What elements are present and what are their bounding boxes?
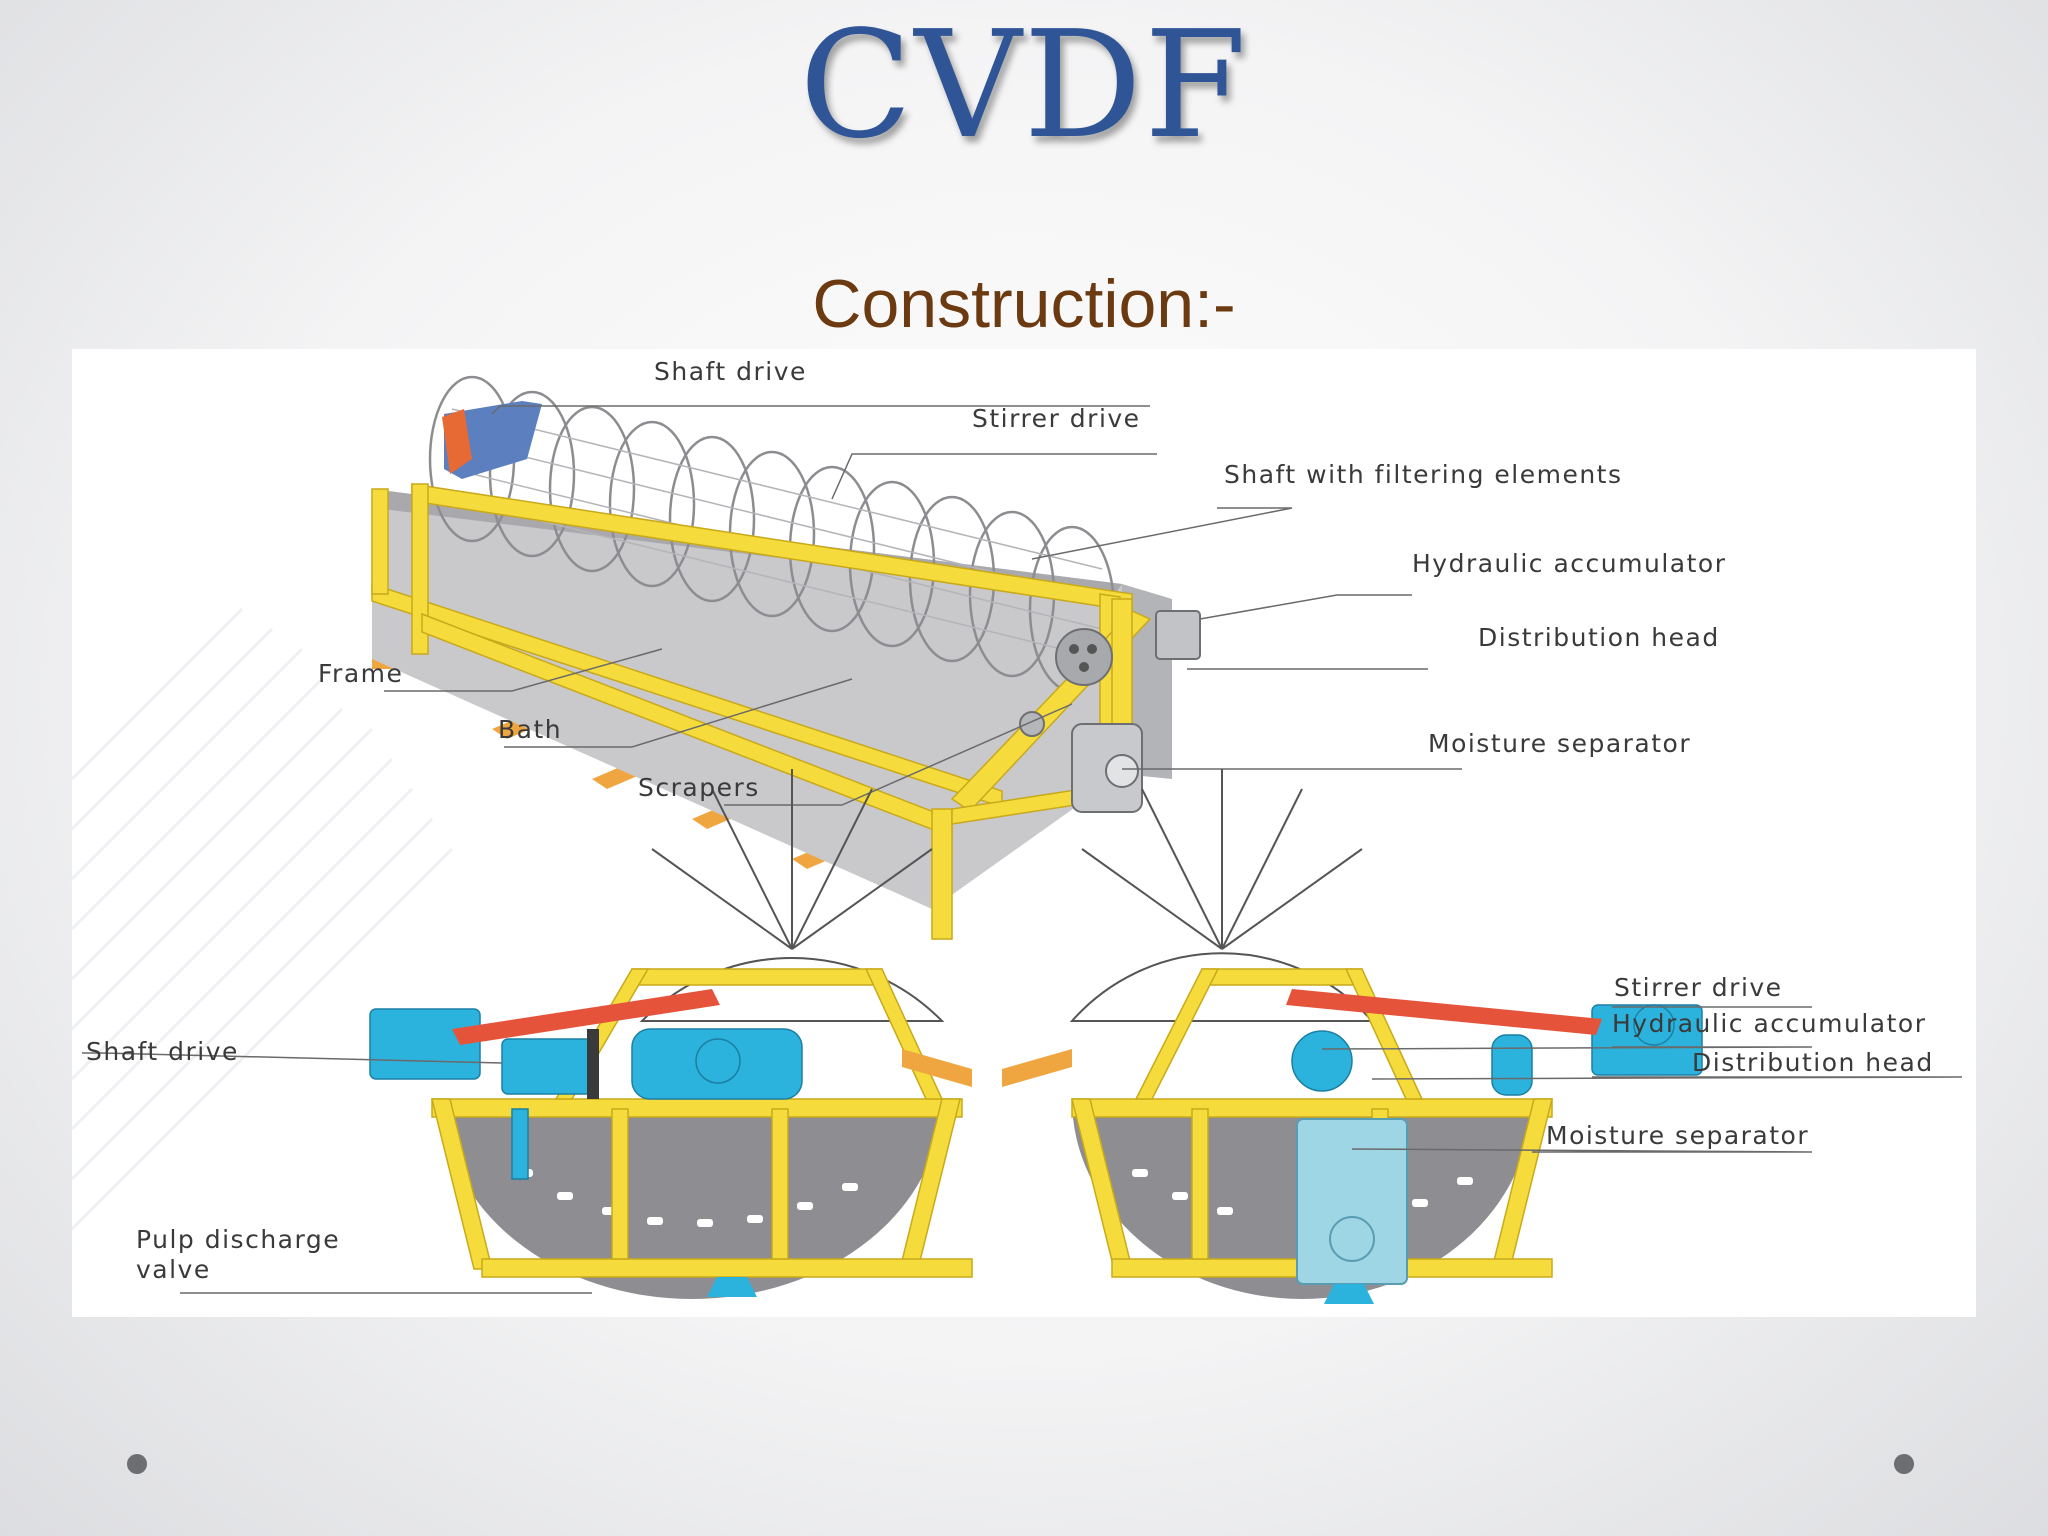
disc-outline-right <box>1069 952 1375 1022</box>
bath <box>372 489 1122 909</box>
pulp-valve-left <box>707 1277 757 1297</box>
slide-title: CVDF <box>799 0 1249 171</box>
cvdf-construction-diagram: Shaft drive Stirrer drive Shaft with fil… <box>72 349 1976 1317</box>
slide-subtitle: Construction:- <box>812 266 1236 342</box>
disc-spokes-right <box>1081 769 1363 950</box>
distribution-head <box>1055 628 1113 686</box>
drum-tank-left <box>442 1099 942 1299</box>
label-shaft-drive-top: Shaft drive <box>654 357 807 386</box>
top-leader-lines <box>384 405 1462 806</box>
label-stirrer-drive-top: Stirrer drive <box>972 404 1141 433</box>
end-view-right <box>1002 769 1703 1304</box>
disc-spokes-left <box>651 769 933 950</box>
label-stirrer-drive-end: Stirrer drive <box>1614 973 1783 1002</box>
shaft-drive-motor <box>442 409 472 474</box>
label-shaft-drive-end: Shaft drive <box>86 1037 239 1066</box>
label-moisture-separator-top: Moisture separator <box>1428 729 1692 758</box>
filtering-discs <box>428 375 1116 693</box>
hydraulic-accumulator <box>1155 610 1201 660</box>
label-moisture-separator-end: Moisture separator <box>1546 1121 1810 1150</box>
link-arm-right <box>1286 989 1602 1035</box>
label-distribution-head-end: Distribution head <box>1692 1048 1934 1077</box>
label-pulp-discharge-valve: Pulp discharge valve <box>136 1225 341 1284</box>
disc-segments <box>451 408 1103 660</box>
slide-corner-dot-right <box>1894 1454 1914 1474</box>
label-bath: Bath <box>498 715 563 744</box>
pulley-left <box>587 1029 599 1099</box>
bottom-leader-lines <box>82 1006 1963 1294</box>
label-scrapers: Scrapers <box>638 773 760 802</box>
end-view-left <box>369 769 973 1299</box>
pulp-valve-right <box>1324 1284 1374 1304</box>
isometric-filter-view <box>371 375 1201 940</box>
label-shaft-filtering-elements: Shaft with filtering elements <box>1224 460 1623 489</box>
drive-equipment-right <box>1291 1004 1703 1096</box>
frame <box>371 483 1152 940</box>
label-distribution-head-top: Distribution head <box>1478 623 1720 652</box>
background-hatch <box>72 607 454 1231</box>
label-frame: Frame <box>318 659 404 688</box>
scraper-arm-right <box>1002 1049 1072 1087</box>
scraper-arm-left <box>902 1049 972 1087</box>
label-hydraulic-accumulator-top: Hydraulic accumulator <box>1412 549 1727 578</box>
slide-corner-dot-left <box>127 1454 147 1474</box>
diagram-drawing <box>72 375 1963 1304</box>
moisture-separator-tank <box>1296 1118 1408 1285</box>
label-hydraulic-accumulator-end: Hydraulic accumulator <box>1612 1009 1927 1038</box>
link-arm-left <box>452 989 720 1045</box>
